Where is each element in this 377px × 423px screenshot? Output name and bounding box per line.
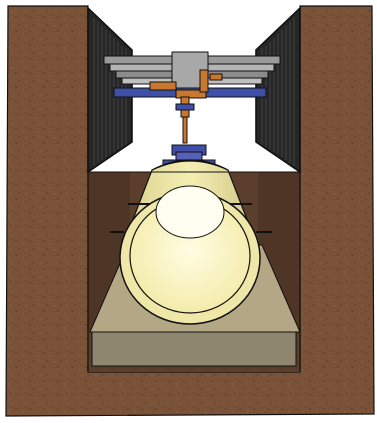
diagram-canvas [0,0,377,423]
trench-pipe-laying-diagram [0,0,377,423]
